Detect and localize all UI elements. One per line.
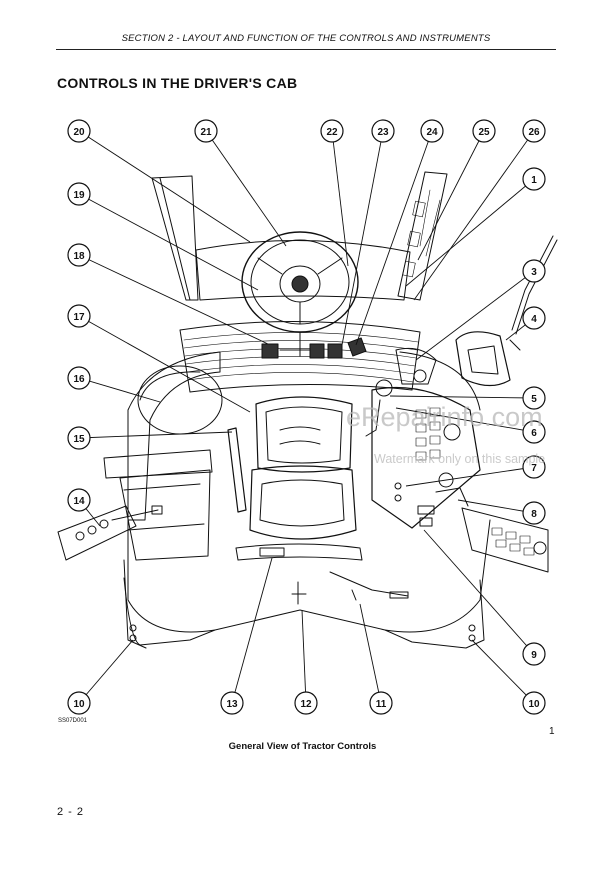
callout-7: 7 bbox=[522, 455, 546, 479]
figure-caption: General View of Tractor Controls bbox=[228, 741, 377, 752]
rear-fender-right bbox=[384, 579, 485, 649]
callout-5: 5 bbox=[522, 386, 546, 410]
brake-pedal-right bbox=[327, 343, 343, 359]
svg-text:16: 16 bbox=[73, 374, 85, 385]
page-title: CONTROLS IN THE DRIVER'S CAB bbox=[57, 75, 298, 91]
clutch-pedal bbox=[261, 343, 279, 359]
svg-text:3: 3 bbox=[531, 267, 537, 278]
svg-text:20: 20 bbox=[73, 127, 85, 138]
right-monitor bbox=[455, 331, 521, 387]
right-control-console bbox=[371, 386, 481, 529]
steering-wheel bbox=[241, 231, 359, 357]
callout-21: 21 bbox=[194, 119, 218, 143]
figure-number: 1 bbox=[549, 726, 555, 737]
svg-text:10: 10 bbox=[528, 699, 540, 710]
cab-floor bbox=[179, 321, 421, 393]
svg-text:26: 26 bbox=[528, 127, 540, 138]
left-switch-panel bbox=[57, 505, 163, 561]
callout-15: 15 bbox=[67, 426, 91, 450]
callout-24: 24 bbox=[420, 119, 444, 143]
svg-text:22: 22 bbox=[326, 127, 338, 138]
figure-code: SS07D001 bbox=[58, 718, 88, 724]
svg-text:13: 13 bbox=[226, 699, 238, 710]
svg-text:9: 9 bbox=[531, 650, 537, 661]
callout-9: 9 bbox=[522, 642, 546, 666]
handbrake-lever bbox=[227, 427, 247, 513]
svg-text:19: 19 bbox=[73, 190, 85, 201]
callout-6: 6 bbox=[522, 420, 546, 444]
callout-20: 20 bbox=[67, 119, 91, 143]
left-cab-pillar bbox=[151, 175, 199, 301]
svg-text:25: 25 bbox=[478, 127, 490, 138]
svg-text:7: 7 bbox=[531, 463, 537, 474]
callout-10-right: 10 bbox=[522, 691, 546, 715]
rear-bar bbox=[235, 543, 363, 561]
svg-text:14: 14 bbox=[73, 496, 85, 507]
brake-pedal-left bbox=[309, 343, 325, 359]
callout-22: 22 bbox=[320, 119, 344, 143]
svg-text:15: 15 bbox=[73, 434, 85, 445]
svg-text:12: 12 bbox=[300, 699, 312, 710]
running-header: SECTION 2 - LAYOUT AND FUNCTION OF THE C… bbox=[121, 33, 491, 44]
callout-13: 13 bbox=[220, 691, 244, 715]
callout-16: 16 bbox=[67, 366, 91, 390]
callout-3: 3 bbox=[522, 259, 546, 283]
callout-8: 8 bbox=[522, 501, 546, 525]
seat-back-left bbox=[137, 365, 223, 435]
callout-12: 12 bbox=[294, 691, 318, 715]
right-armrest-panel bbox=[461, 507, 549, 573]
svg-text:24: 24 bbox=[426, 127, 438, 138]
svg-text:23: 23 bbox=[377, 127, 389, 138]
callout-11: 11 bbox=[369, 691, 393, 715]
callout-4: 4 bbox=[522, 306, 546, 330]
callout-19: 19 bbox=[67, 182, 91, 206]
callout-26: 26 bbox=[522, 119, 546, 143]
svg-text:8: 8 bbox=[531, 509, 537, 520]
drivers-seat bbox=[249, 396, 357, 540]
svg-text:18: 18 bbox=[73, 251, 85, 262]
page-number: 2 - 2 bbox=[57, 806, 85, 818]
callout-14: 14 bbox=[67, 488, 91, 512]
callout-18: 18 bbox=[67, 243, 91, 267]
svg-text:17: 17 bbox=[73, 312, 85, 323]
header-rule bbox=[56, 49, 556, 50]
svg-text:21: 21 bbox=[200, 127, 212, 138]
watermark-note: Watermark only on this sample bbox=[374, 452, 546, 466]
accelerator-pedal bbox=[347, 337, 367, 357]
svg-text:6: 6 bbox=[531, 428, 537, 439]
rear-fender-left bbox=[123, 577, 216, 646]
callout-17: 17 bbox=[67, 304, 91, 328]
callout-23: 23 bbox=[371, 119, 395, 143]
watermark-site: eRepairinfo.com bbox=[346, 402, 543, 432]
svg-text:1: 1 bbox=[531, 175, 537, 186]
right-upright-panel bbox=[397, 171, 448, 301]
callout-1: 1 bbox=[522, 167, 546, 191]
svg-text:10: 10 bbox=[73, 699, 85, 710]
svg-text:4: 4 bbox=[531, 314, 537, 325]
cab-body-outline bbox=[127, 351, 221, 521]
left-storage-box bbox=[103, 449, 213, 561]
svg-text:11: 11 bbox=[376, 699, 387, 710]
callout-10-left: 10 bbox=[67, 691, 91, 715]
svg-text:5: 5 bbox=[531, 394, 537, 405]
callout-25: 25 bbox=[472, 119, 496, 143]
